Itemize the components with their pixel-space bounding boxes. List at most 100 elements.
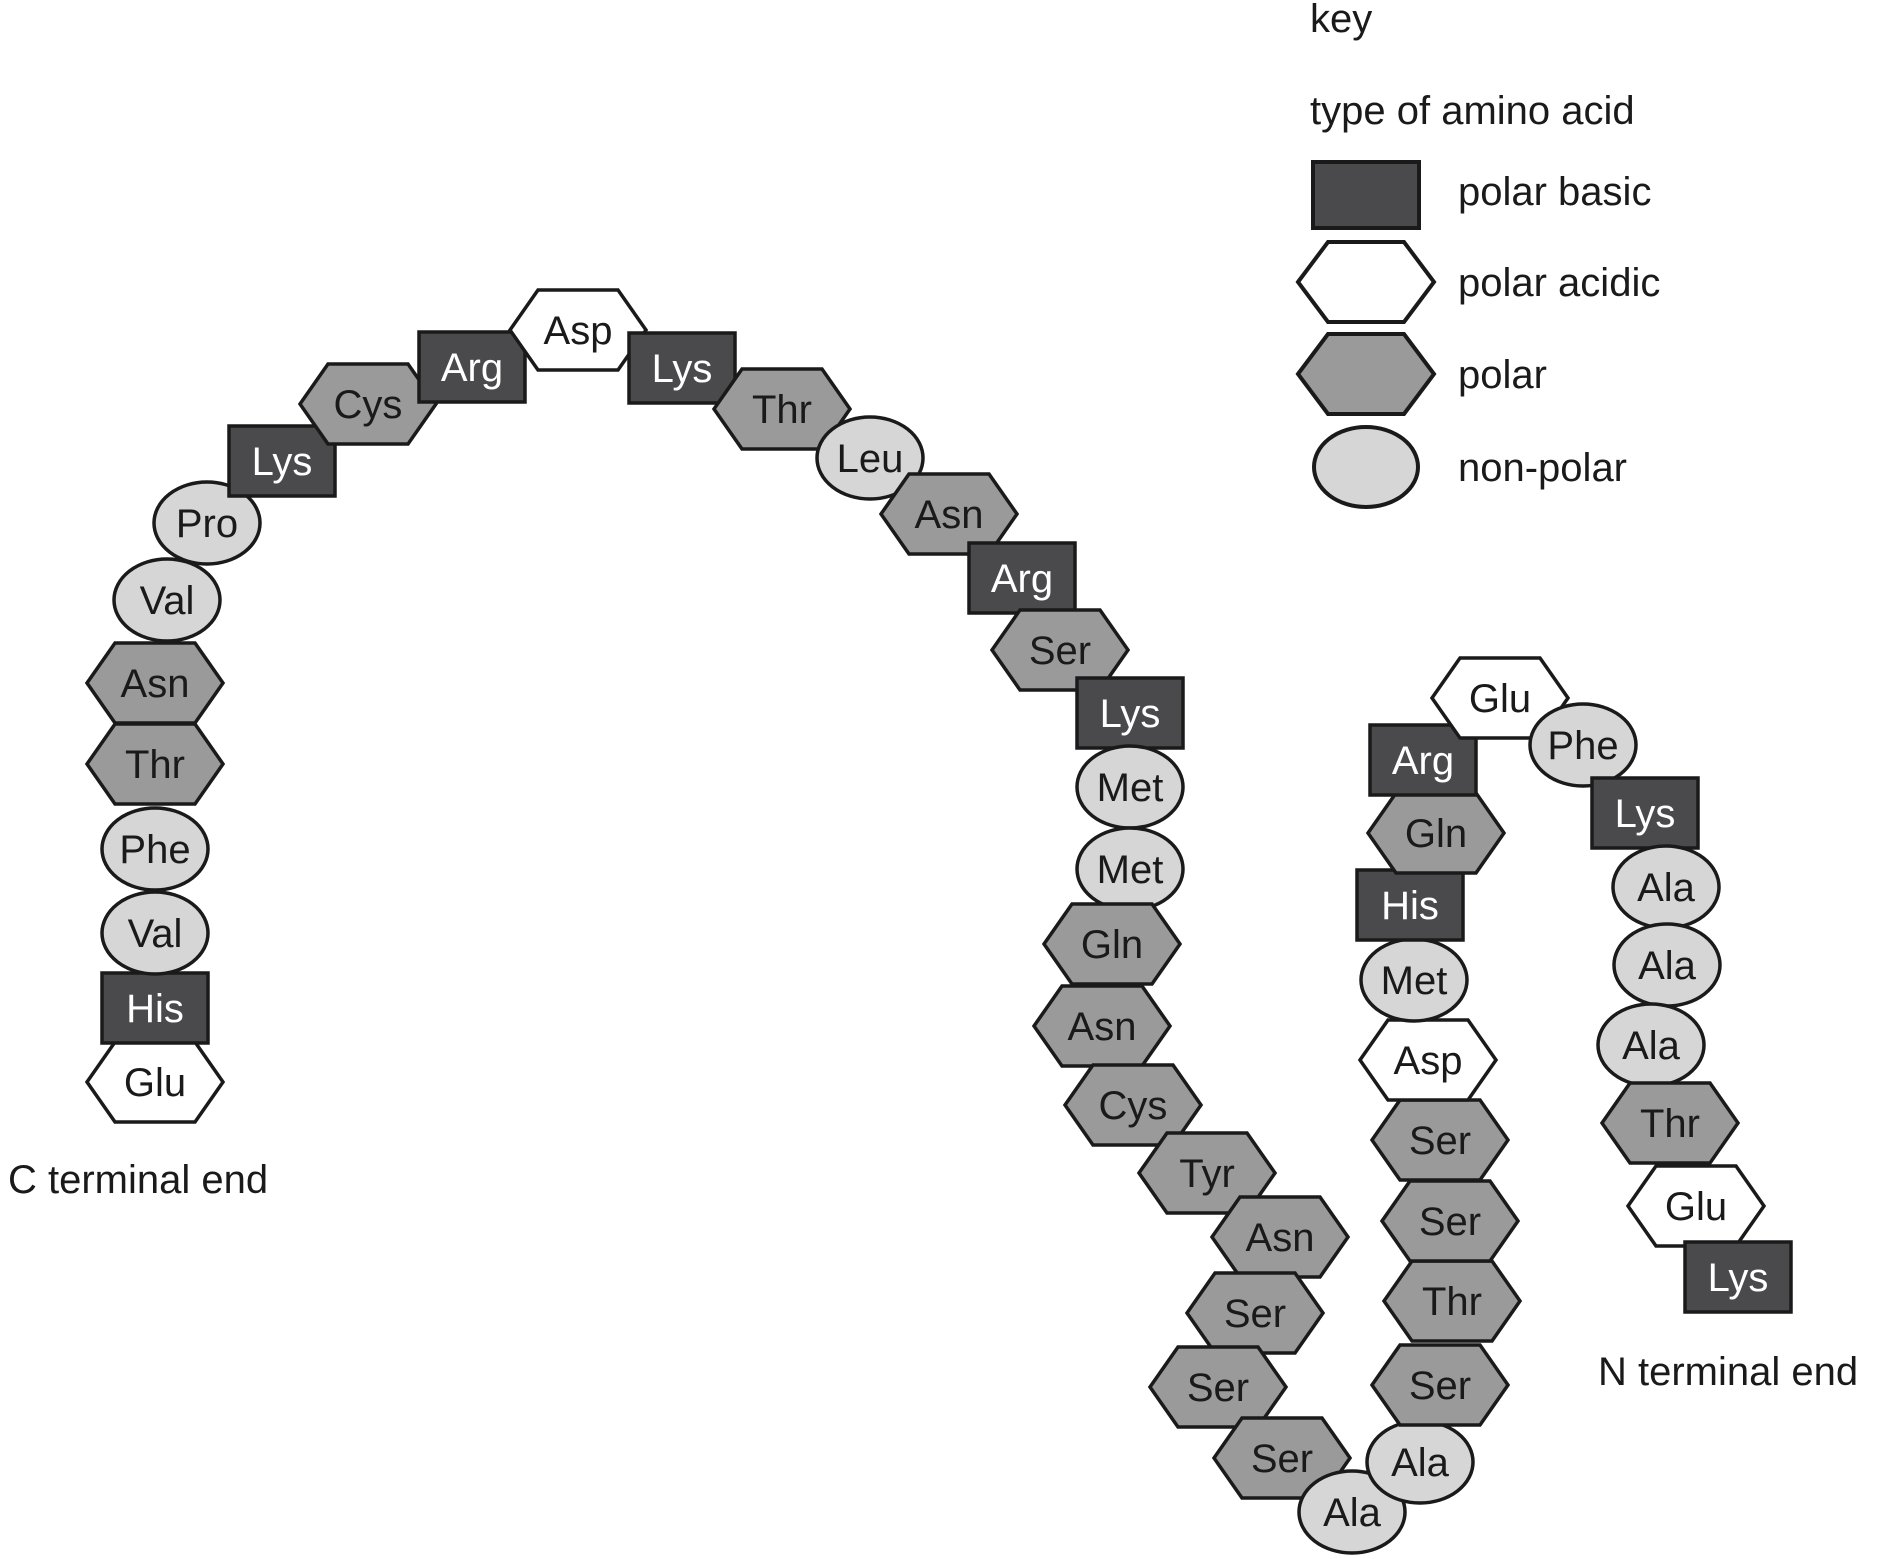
residue-label: Lys [252,440,313,484]
key-swatch-non-polar [1312,425,1420,509]
key-swatch-polar-basic [1311,160,1421,230]
residue-2: His [100,971,210,1045]
residue-shape-acidic [1357,1018,1499,1102]
residue-49: Lys [1683,1240,1793,1314]
residue-label: Lys [652,347,713,391]
c-terminal-label: C terminal end [8,1158,268,1202]
residue-shape-acidic [507,288,649,372]
residue-31: Ala [1365,1419,1475,1505]
residue-shape-basic [417,330,527,404]
residue-48: Glu [1625,1164,1767,1248]
residue-shape-nonpolar [152,480,262,566]
residue-44: Ala [1611,844,1721,930]
key-label-polar-basic: polar basic [1458,170,1651,214]
residue-1: Glu [84,1040,226,1124]
residue-label: Ala [1391,1441,1450,1485]
residue-label: Arg [1392,739,1454,783]
residue-shape-polar [989,608,1131,692]
residue-label: Ser [1419,1200,1481,1244]
residue-shape-nonpolar [1528,702,1638,788]
residue-label: Thr [752,388,812,432]
residue-shape-polar [1369,1343,1511,1427]
residue-34: Ser [1379,1179,1521,1263]
residue-label: Val [140,579,195,623]
residue-shape-nonpolar [1297,1469,1407,1555]
residue-shape-basic [100,971,210,1045]
residue-22: Gln [1041,902,1183,986]
residue-7: Val [112,557,222,643]
residue-label: Met [1381,959,1448,1003]
residue-10: Cys [297,362,439,446]
residue-label: Ser [1251,1437,1313,1481]
residue-label: Ala [1622,1024,1681,1068]
residue-shape-polar [878,472,1020,556]
residue-label: Leu [837,437,904,481]
residue-label: Lys [1615,792,1676,836]
residue-label: Ala [1638,944,1697,988]
residue-39: Gln [1365,791,1507,875]
residue-4: Phe [100,806,210,892]
residue-46: Ala [1596,1002,1706,1088]
residue-label: Gln [1081,923,1143,967]
residue-label: Ala [1323,1491,1382,1535]
residue-label: Asn [1246,1216,1315,1260]
residue-shape-basic [1683,1240,1793,1314]
residue-17: Arg [967,541,1077,615]
residue-label: Cys [1099,1084,1168,1128]
residue-shape-acidic [1429,656,1571,740]
residue-27: Ser [1184,1271,1326,1355]
residue-19: Lys [1075,676,1185,750]
residue-15: Leu [815,415,925,501]
key-label-polar: polar [1458,353,1547,397]
residue-label: His [1381,884,1439,928]
residue-23: Asn [1031,984,1173,1068]
residue-11: Arg [417,330,527,404]
n-terminal-label: N terminal end [1598,1350,1858,1394]
residue-label: Lys [1708,1256,1769,1300]
residue-24: Cys [1062,1063,1204,1147]
amino-acid-chain: GluHisValPheThrAsnValProLysCysArgAspLysT… [84,288,1793,1555]
residue-37: Met [1359,937,1469,1023]
residue-13: Lys [627,331,737,405]
residue-shape-basic [1590,776,1700,850]
residue-shape-polar [1062,1063,1204,1147]
residue-29: Ser [1211,1416,1353,1500]
residue-9: Lys [227,424,337,498]
residue-shape-polar [711,367,853,451]
residue-label: Met [1097,766,1164,810]
residue-8: Pro [152,480,262,566]
key-title: key [1310,0,1372,41]
residue-38: His [1355,868,1465,942]
residue-shape-nonpolar [815,415,925,501]
residue-12: Asp [507,288,649,372]
residue-shape-basic [1355,868,1465,942]
residue-label: Glu [1469,677,1531,721]
residue-shape-polar [1136,1131,1278,1215]
residue-label: Val [128,912,183,956]
residue-label: Phe [119,828,190,872]
residue-47: Thr [1599,1081,1741,1165]
residue-shape-nonpolar [100,890,210,976]
key-swatch-polar-acidic [1295,240,1437,324]
residue-label: Asn [915,493,984,537]
residue-label: Pro [176,502,238,546]
residue-33: Thr [1381,1259,1523,1343]
residue-label: Arg [441,346,503,390]
residue-label: Arg [991,557,1053,601]
key-label-polar-acidic: polar acidic [1458,261,1660,305]
residue-label: Met [1097,848,1164,892]
residue-35: Ser [1369,1098,1511,1182]
key-subtitle: type of amino acid [1310,89,1635,133]
residue-36: Asp [1357,1018,1499,1102]
residue-label: Asp [1394,1039,1463,1083]
residue-label: Thr [1640,1102,1700,1146]
residue-28: Ser [1147,1345,1289,1429]
residue-shape-nonpolar [100,806,210,892]
residue-shape-polar [1041,902,1183,986]
residue-label: Thr [125,743,185,787]
residue-label: Glu [124,1061,186,1105]
residue-shape-polar [1211,1416,1353,1500]
residue-26: Asn [1209,1195,1351,1279]
residue-label: Ser [1409,1119,1471,1163]
